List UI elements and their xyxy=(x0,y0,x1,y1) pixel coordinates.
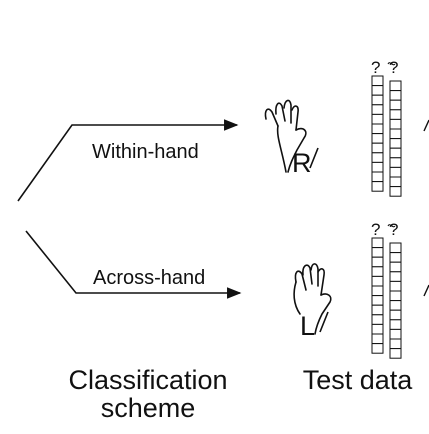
data-cell xyxy=(389,99,402,111)
curl-mark xyxy=(387,224,396,228)
right-hand-tick xyxy=(309,147,319,169)
data-cell xyxy=(371,275,384,287)
data-cell xyxy=(389,118,402,130)
edge-tick xyxy=(423,284,429,297)
data-cell xyxy=(371,161,384,173)
unknown-mark: ? xyxy=(389,220,398,239)
data-cell xyxy=(389,109,402,120)
data-cell xyxy=(389,309,402,321)
within-hand-branch: Within-hand xyxy=(17,119,239,202)
data-cell xyxy=(371,323,384,335)
data-cell xyxy=(371,314,384,325)
data-cell xyxy=(371,256,384,268)
data-cell xyxy=(389,338,402,350)
test-data-grids xyxy=(371,75,402,359)
edge-tick xyxy=(423,119,429,132)
data-cell xyxy=(389,176,402,188)
data-cell xyxy=(371,343,384,354)
classification-caption-line1: Classification xyxy=(68,365,228,395)
data-cell xyxy=(371,133,384,144)
across-hand-arrow xyxy=(25,230,242,299)
data-cell xyxy=(389,290,402,302)
data-cell xyxy=(389,252,402,263)
curl-marks xyxy=(387,62,396,228)
data-cell xyxy=(389,328,402,340)
data-cell xyxy=(371,142,384,154)
classification-caption-line2: scheme xyxy=(100,393,196,423)
data-cell xyxy=(371,304,384,316)
right-hand-icon xyxy=(264,99,307,173)
data-cell xyxy=(389,271,402,282)
within-hand-arrow xyxy=(17,119,239,202)
curl-mark xyxy=(387,62,396,66)
data-cell xyxy=(389,280,402,292)
data-cell xyxy=(371,113,384,125)
unknown-mark: ? xyxy=(371,220,380,239)
data-cell xyxy=(371,181,384,192)
data-cell xyxy=(389,128,402,140)
left-hand-icon xyxy=(293,263,332,335)
data-cell xyxy=(371,104,384,115)
data-cell xyxy=(389,80,402,92)
data-cell xyxy=(389,348,402,359)
across-hand-branch: Across-hand xyxy=(25,230,242,299)
unknown-mark: ? xyxy=(371,58,380,77)
right-hand-letter: R xyxy=(292,148,312,178)
test-data-caption: Test data xyxy=(302,365,413,395)
data-cell xyxy=(389,300,402,311)
data-cell xyxy=(389,242,402,254)
data-cell xyxy=(371,237,384,249)
data-cell xyxy=(371,152,384,163)
data-cell xyxy=(371,123,384,135)
data-cell xyxy=(371,171,384,183)
data-cell xyxy=(371,295,384,306)
data-cell xyxy=(371,75,384,87)
data-cell xyxy=(389,147,402,159)
data-cell xyxy=(371,266,384,277)
data-cell xyxy=(371,285,384,297)
data-cell xyxy=(389,90,402,101)
left-hand-tick xyxy=(319,311,329,333)
across-hand-label: Across-hand xyxy=(93,267,205,289)
unknown-mark: ? xyxy=(389,58,398,77)
data-cell xyxy=(389,166,402,178)
data-cell xyxy=(389,319,402,330)
within-hand-label: Within-hand xyxy=(92,141,199,163)
data-cell xyxy=(389,261,402,273)
data-cell xyxy=(389,138,402,149)
left-hand-letter: L xyxy=(300,311,315,341)
data-cell xyxy=(371,94,384,106)
data-cell xyxy=(371,247,384,258)
data-cell xyxy=(389,186,402,197)
data-cell xyxy=(371,85,384,96)
data-cell xyxy=(371,333,384,345)
data-cell xyxy=(389,157,402,168)
